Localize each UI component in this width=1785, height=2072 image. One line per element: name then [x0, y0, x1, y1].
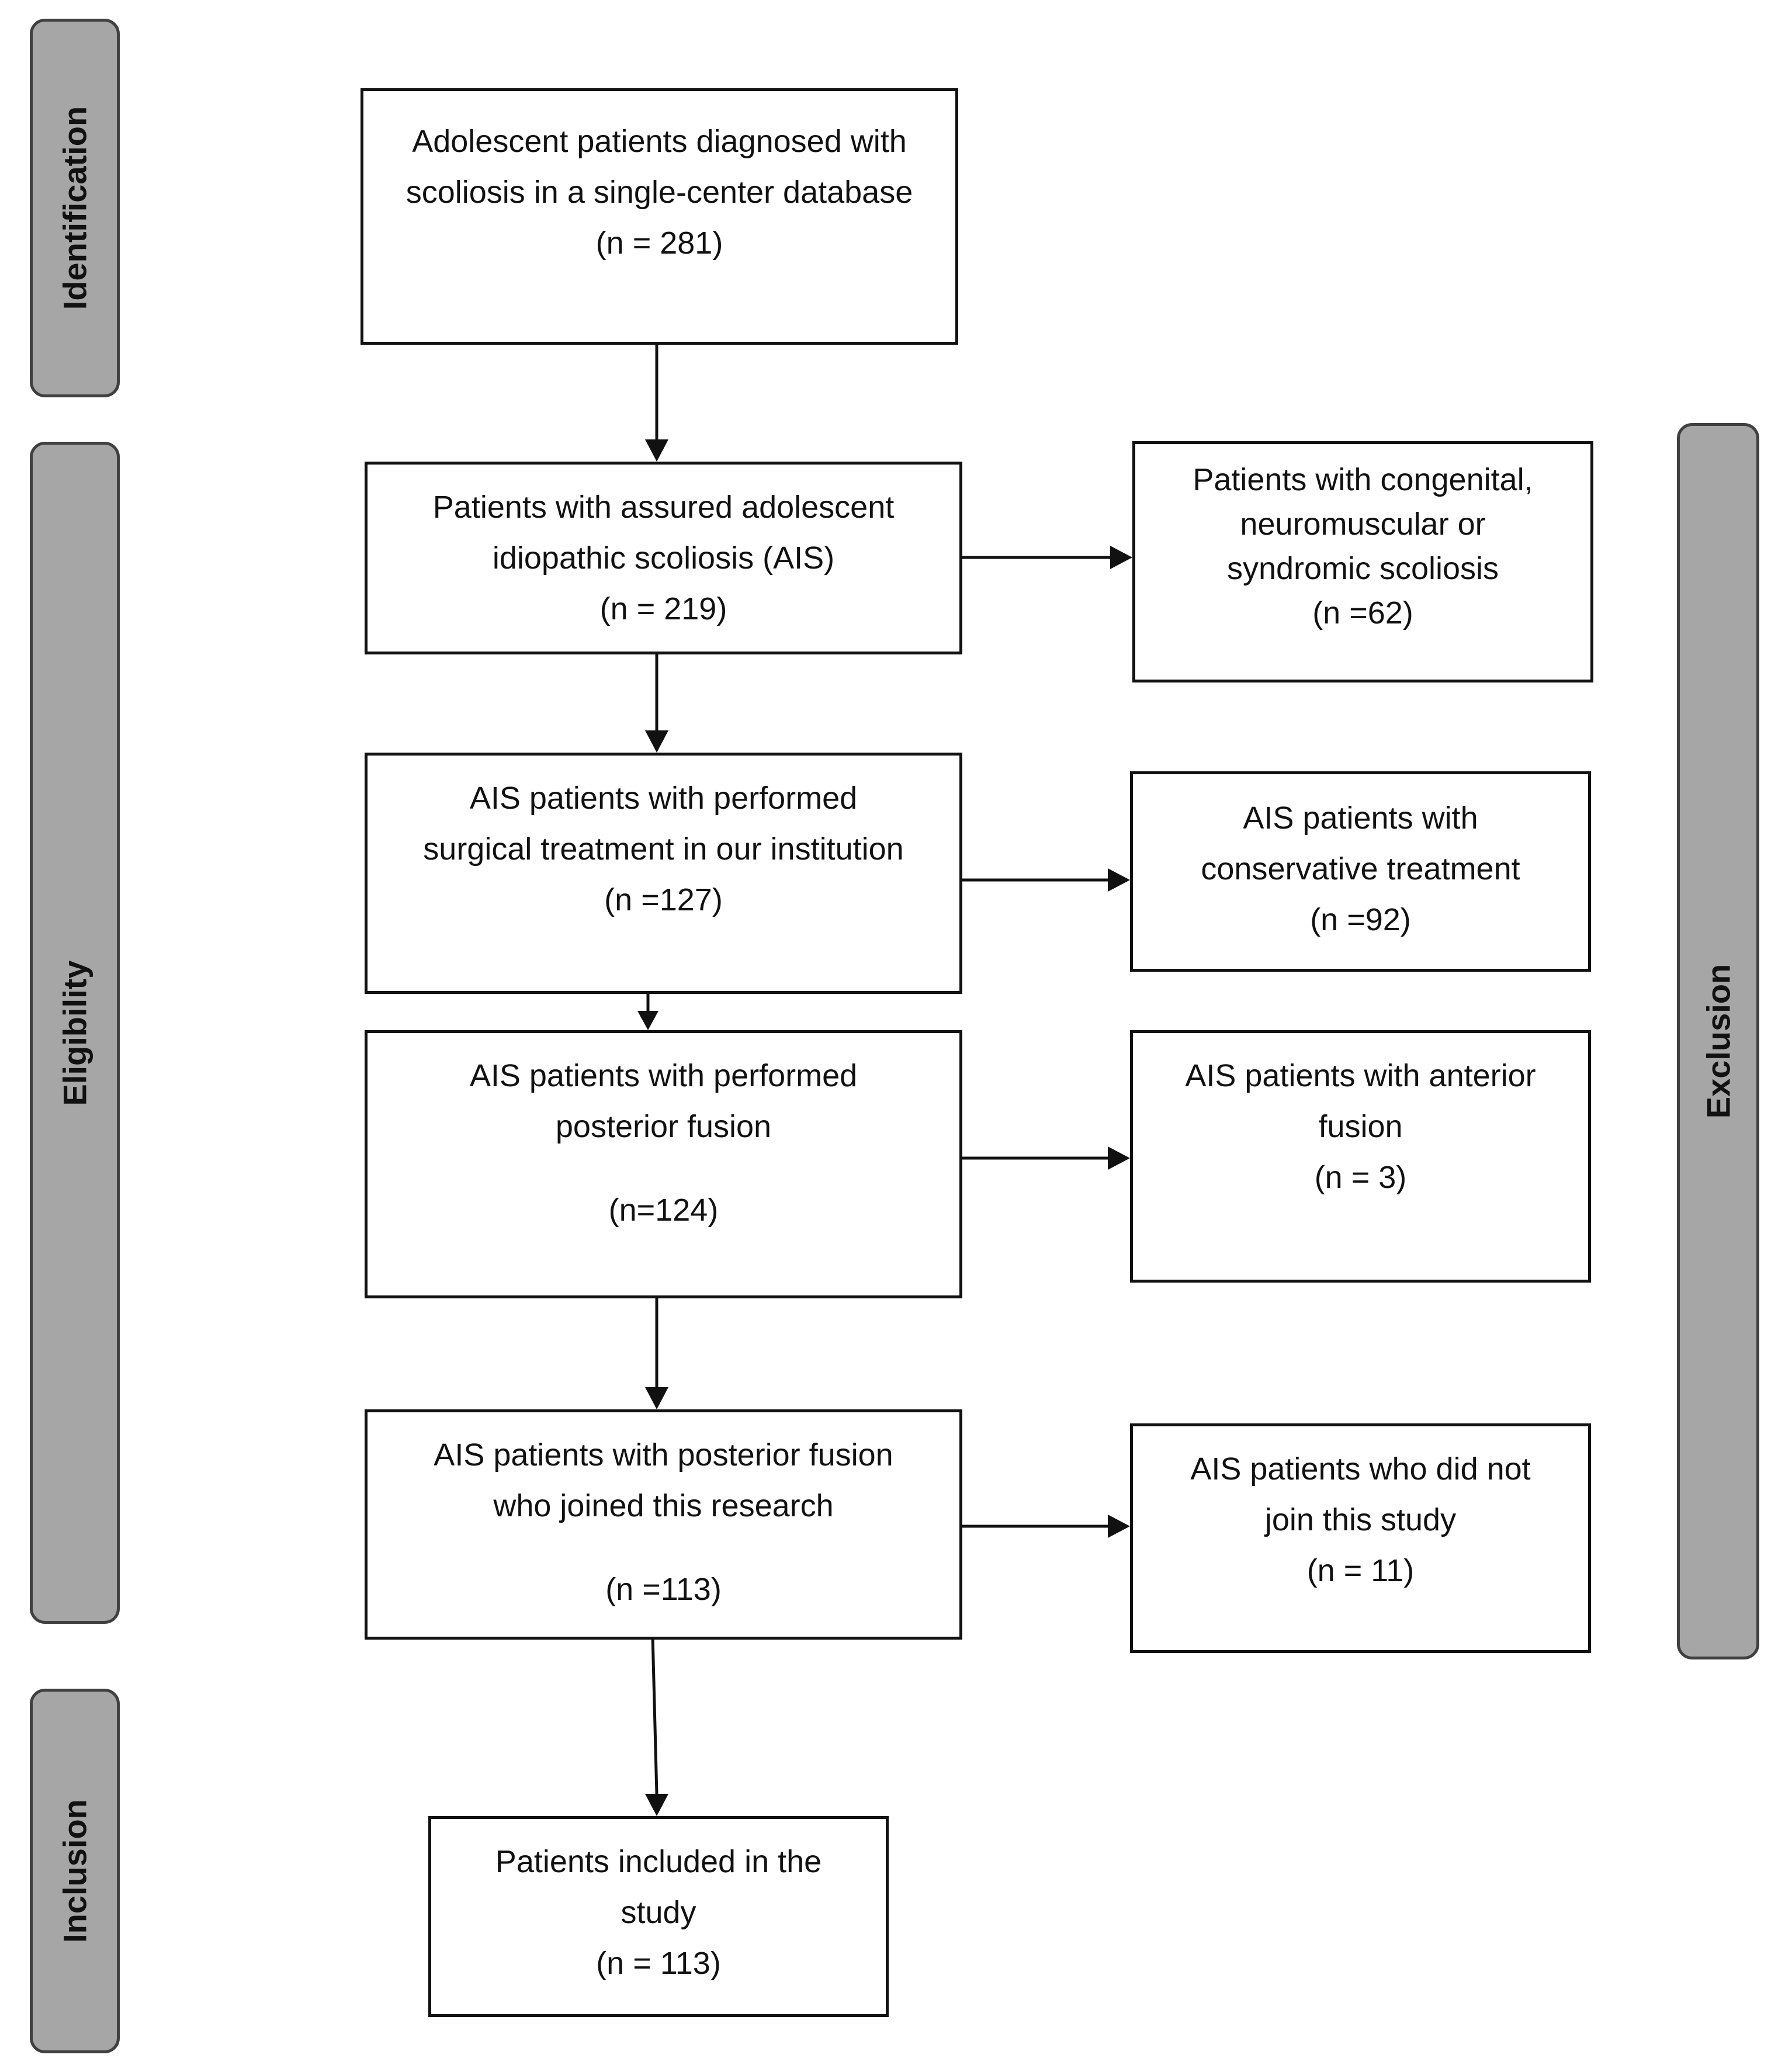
box-line: syndromic scoliosis [1226, 551, 1499, 586]
box-excluded-conservative: AIS patients with conservative treatment… [1130, 771, 1591, 972]
phase-eligibility-label: Eligibility [56, 960, 93, 1106]
arrowhead-b3-e2 [1108, 868, 1130, 892]
box-line: AIS patients with performed [469, 781, 858, 816]
box-count: (n =92) [1310, 902, 1411, 937]
box-excluded-anterior: AIS patients with anterior fusion (n = 3… [1130, 1030, 1591, 1283]
box-line: surgical treatment in our institution [423, 831, 904, 867]
phase-identification-label: Identification [56, 106, 93, 310]
phase-identification: Identification [30, 19, 120, 397]
box-count: (n = 11) [1306, 1553, 1415, 1588]
arrowhead-b1-b2 [645, 439, 668, 462]
box-line: AIS patients with posterior fusion [434, 1437, 893, 1472]
box-joined-research: AIS patients with posterior fusion who j… [365, 1409, 962, 1640]
box-line: fusion [1318, 1109, 1403, 1144]
box-count: (n = 3) [1314, 1160, 1407, 1195]
box-line: Patients with congenital, [1193, 462, 1533, 497]
arrowhead-b4-b5 [645, 1387, 668, 1409]
box-line: Patients included in the [495, 1844, 822, 1879]
box-line: join this study [1264, 1502, 1457, 1537]
box-line: AIS patients with [1243, 801, 1478, 836]
box-included: Patients included in the study (n = 113) [428, 1816, 889, 2017]
box-line: conservative treatment [1201, 851, 1520, 886]
arrowhead-b2-b3 [645, 730, 668, 753]
box-count: (n =62) [1312, 595, 1413, 630]
box-line: AIS patients with anterior [1185, 1058, 1536, 1093]
phase-exclusion-label: Exclusion [1700, 964, 1737, 1119]
arrowhead-b5-e4 [1108, 1515, 1130, 1538]
phase-inclusion: Inclusion [30, 1689, 120, 2053]
box-line: study [621, 1895, 696, 1930]
arrowhead-b2-e1 [1110, 546, 1132, 569]
box-line: posterior fusion [555, 1109, 772, 1144]
box-excluded-congenital: Patients with congenital, neuromuscular … [1132, 441, 1593, 682]
box-posterior-fusion: AIS patients with performed posterior fu… [365, 1030, 962, 1298]
box-count: (n = 281) [595, 226, 723, 261]
box-surgical-treatment: AIS patients with performed surgical tre… [365, 753, 962, 994]
box-line: neuromuscular or [1240, 507, 1486, 542]
box-line: who joined this research [493, 1488, 834, 1523]
box-count: (n =113) [605, 1572, 722, 1607]
box-line: Adolescent patients diagnosed with [412, 124, 907, 159]
box-identified-patients: Adolescent patients diagnosed with scoli… [361, 88, 958, 345]
arrow-b5-b6 [651, 1636, 658, 1794]
phase-exclusion: Exclusion [1677, 423, 1759, 1659]
box-line: AIS patients with performed [469, 1058, 858, 1093]
box-count: (n = 219) [599, 591, 727, 626]
box-assured-ais: Patients with assured adolescent idiopat… [365, 462, 962, 654]
box-count: (n = 113) [596, 1946, 721, 1981]
phase-eligibility: Eligibility [30, 442, 120, 1624]
box-line: AIS patients who did not [1190, 1451, 1531, 1487]
box-count: (n=124) [608, 1193, 719, 1228]
box-count: (n =127) [604, 882, 723, 917]
phase-inclusion-label: Inclusion [56, 1799, 93, 1943]
arrowhead-b5-b6 [645, 1794, 668, 1816]
box-line: scoliosis in a single-center database [405, 175, 913, 210]
box-line: Patients with assured adolescent [432, 490, 895, 525]
arrowhead-b3-b4 [637, 1011, 658, 1030]
box-excluded-not-joined: AIS patients who did not join this study… [1130, 1423, 1591, 1653]
box-line: idiopathic scoliosis (AIS) [492, 540, 835, 576]
arrowhead-b4-e3 [1108, 1146, 1130, 1170]
